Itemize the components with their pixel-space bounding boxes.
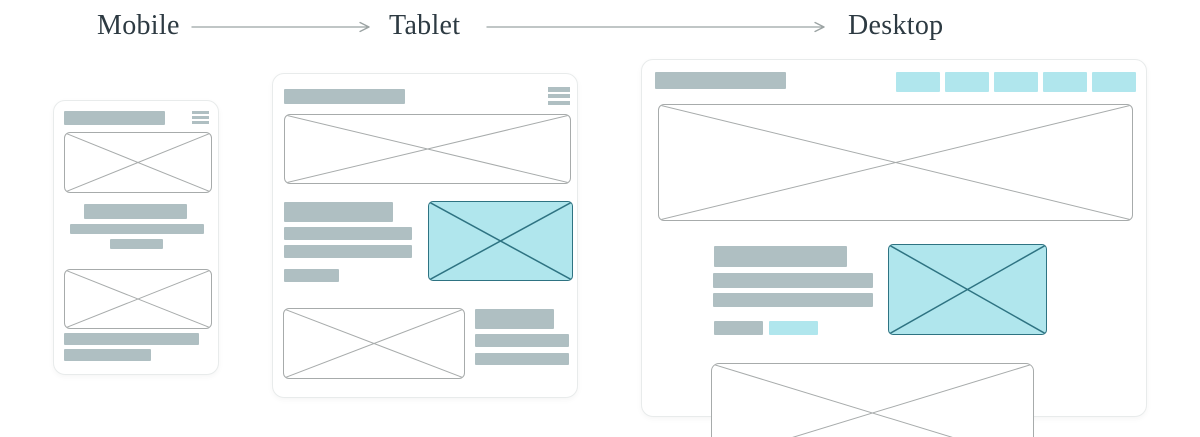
text-line [110,239,163,249]
text-line [64,333,199,345]
image-placeholder [283,308,465,379]
text-line [284,269,339,282]
text-line [475,353,569,365]
tablet-to-desktop-arrow-icon [486,21,825,33]
nav-button [994,72,1038,92]
heading-line [714,246,847,267]
menu-icon [548,87,570,105]
nav-button [1043,72,1087,92]
image-placeholder [658,104,1133,221]
stage-label-mobile: Mobile [97,10,180,41]
image-placeholder [284,114,571,184]
text-line [64,349,151,361]
image-placeholder [64,269,212,329]
image-placeholder [711,363,1034,437]
image-placeholder-accent [888,244,1047,335]
menu-icon [192,111,209,124]
text-line [475,334,569,347]
tablet-wireframe [272,73,578,398]
nav-bar [896,72,1136,92]
logo-bar [655,72,786,89]
nav-button [945,72,989,92]
text-line [284,227,412,240]
logo-bar [64,111,165,125]
nav-button [1092,72,1136,92]
heading-line [284,202,393,222]
text-line [70,224,204,234]
stage-label-tablet: Tablet [389,10,461,41]
nav-button [896,72,940,92]
mobile-to-tablet-arrow-icon [191,21,370,33]
image-placeholder [64,132,212,193]
heading-line [84,204,187,219]
mobile-wireframe [53,100,219,375]
text-line [284,245,412,258]
text-line [713,273,873,288]
button-bar [714,321,763,335]
desktop-wireframe [641,59,1147,437]
image-placeholder-accent [428,201,573,281]
heading-line [475,309,554,329]
stage-label-desktop: Desktop [848,10,944,41]
button-bar-accent [769,321,818,335]
logo-bar [284,89,405,104]
text-line [713,293,873,307]
